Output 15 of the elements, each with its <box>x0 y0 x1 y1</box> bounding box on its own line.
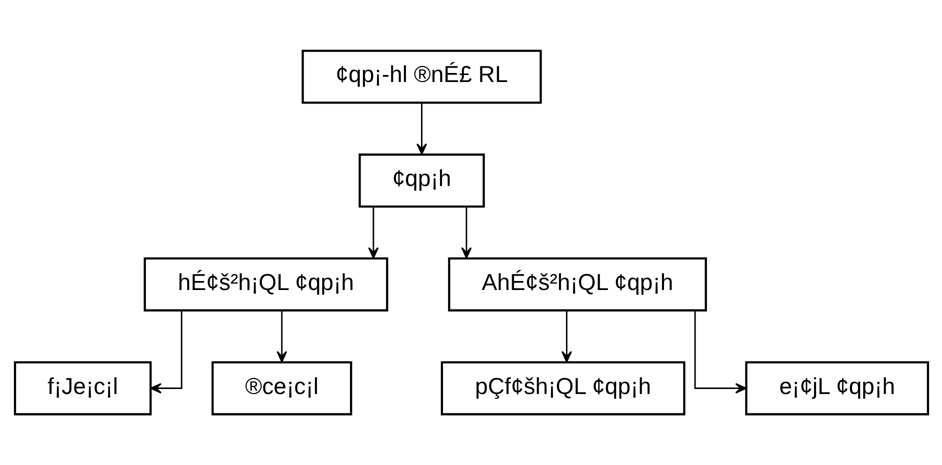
node-box: pÇf¢šh¡QL ¢qp¡h <box>440 361 685 416</box>
arrow <box>694 310 746 394</box>
arrow <box>150 310 182 394</box>
arrow <box>560 310 572 362</box>
arrow <box>460 206 472 259</box>
arrow <box>276 310 287 362</box>
node-box: ®ce¡c¡l <box>211 361 352 416</box>
arrow <box>416 102 426 155</box>
node-box: ¢qp¡-hl ®nÉ£ RL <box>301 50 542 104</box>
node-box: AhÉ¢š²h¡QL ¢qp¡h <box>448 257 706 312</box>
node-box: hÉ¢š²h¡QL ¢qp¡h <box>143 257 388 312</box>
arrow <box>368 206 378 259</box>
node-box: ¢qp¡h <box>358 154 484 208</box>
node-box: f¡Je¡c¡l <box>13 361 152 416</box>
node-box: e¡¢jL ¢qp¡h <box>744 361 929 416</box>
